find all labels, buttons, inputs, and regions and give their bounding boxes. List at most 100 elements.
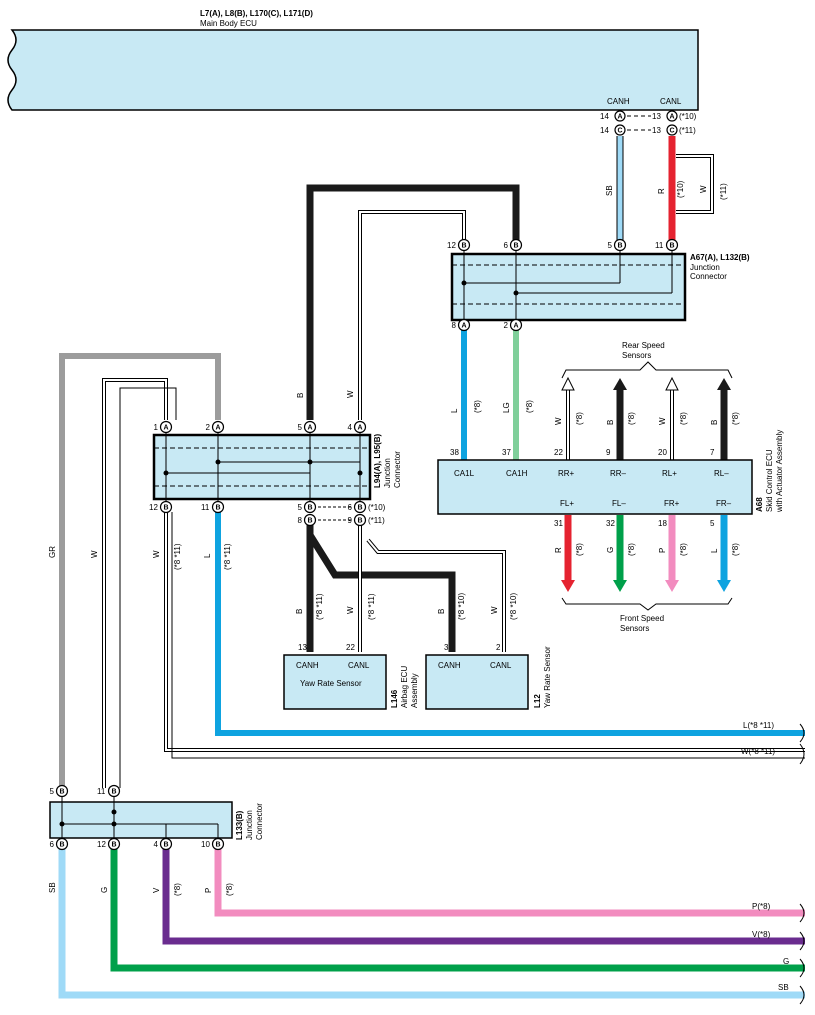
pin-label: 14: [600, 112, 609, 121]
wire-label: (*11): [719, 183, 728, 200]
wire-label: R: [554, 547, 563, 553]
wire-label: (*8): [731, 412, 740, 425]
wire-label: (*8): [173, 883, 182, 896]
speed-sensor-brackets: Rear Speed Sensors Front Speed Sensors: [561, 341, 733, 633]
l133-pin: [55, 784, 69, 798]
l94-pin: [211, 420, 225, 434]
wire-end-label: P(*8): [752, 902, 771, 911]
yaw-name: Yaw Rate Sensor: [543, 646, 552, 708]
skid-pin-top: RR–: [610, 469, 627, 478]
conn-letter: A: [670, 114, 675, 121]
connector-letter: A: [514, 323, 519, 330]
airbag-canl: CANL: [348, 661, 370, 670]
airbag-pin: 22: [346, 643, 355, 652]
wire-end-label: L(*8 *11): [743, 721, 774, 730]
wire-label: V: [152, 887, 161, 893]
skid-control-ecu: [437, 459, 753, 515]
connector-letter: B: [358, 518, 363, 525]
wire-label: L: [710, 548, 719, 553]
l94-pin: [303, 420, 317, 434]
skid-pin-num: 5: [710, 519, 715, 528]
pin-number: 5: [298, 423, 303, 432]
wire-label: W: [554, 417, 563, 425]
wire-end-label: W(*8 *11): [741, 747, 775, 756]
pin-number: 5: [50, 787, 55, 796]
wire-label: L: [203, 553, 212, 558]
skid-pin-bottom: FL–: [612, 499, 626, 508]
connector-letter: B: [462, 243, 467, 250]
front-sensors-label: Front Speed: [620, 614, 664, 623]
wire-label: G: [100, 887, 109, 893]
note-label: (*11): [679, 126, 696, 135]
airbag-canh: CANH: [296, 661, 319, 670]
skid-pin-num: 32: [606, 519, 615, 528]
wire-label: (*8 *10): [457, 593, 466, 620]
wire-label: W: [346, 390, 355, 398]
l94-pin: [159, 500, 173, 514]
l133-line2: Junction: [245, 810, 254, 840]
l94-line2: Junction: [383, 458, 392, 488]
l94-title: L94(A), L95(B): [373, 433, 382, 488]
airbag-label: Yaw Rate Sensor: [300, 679, 362, 688]
wire-label: (*8): [575, 543, 584, 556]
connector-letter: B: [514, 243, 519, 250]
wire-label: P: [658, 548, 667, 553]
pin-number: 1: [154, 423, 159, 432]
skid-pin-top: RL–: [714, 469, 729, 478]
wire-label: B: [296, 393, 305, 398]
yaw-canh: CANH: [438, 661, 461, 670]
connector-letter: B: [216, 842, 221, 849]
a67-line2: Junction: [690, 263, 720, 272]
pin-number: 6: [504, 241, 509, 250]
skid-pin-num: 18: [658, 519, 667, 528]
conn-letter: C: [618, 128, 623, 135]
wire-label: (*8 *11): [367, 593, 376, 620]
wire-label: L: [450, 408, 459, 413]
airbag-pin: 13: [298, 643, 307, 652]
connector-letter: B: [618, 243, 623, 250]
wire-label: (*8 *11): [173, 543, 182, 570]
yaw-code: L12: [533, 694, 542, 708]
note-label: (*11): [368, 516, 385, 525]
skid-pin-top: CA1H: [506, 469, 528, 478]
pin-label: 13: [652, 112, 661, 121]
pin-number: 5: [608, 241, 613, 250]
labels-layer: B12B6B5B11A8A2A1A2A5A4B12B11B5B6B8B9(*10…: [48, 180, 789, 992]
wire-label: P: [204, 888, 213, 893]
wires: [58, 136, 805, 999]
connector-letter: B: [308, 518, 313, 525]
wire-label: SB: [605, 185, 614, 196]
rear-sensors-label2: Sensors: [622, 351, 651, 360]
pin-number: 2: [206, 423, 211, 432]
wire-label: (*8): [525, 400, 534, 413]
a67-line3: Connector: [690, 272, 727, 281]
main-ecu-name: Main Body ECU: [200, 19, 257, 28]
connector-letter: A: [164, 425, 169, 432]
connector-letter: B: [216, 505, 221, 512]
wire-label: W: [699, 185, 708, 193]
l94-pin: [303, 513, 317, 527]
junction-connector-a67: A67(A), L132(B) Junction Connector: [450, 248, 750, 325]
wire-end-label: G: [783, 957, 789, 966]
note-label: (*10): [679, 112, 697, 121]
pin-number: 4: [154, 840, 159, 849]
pin-number: 8: [298, 516, 303, 525]
wire-label: B: [295, 609, 304, 614]
yaw-pin: 3: [444, 643, 449, 652]
connector-letter: B: [164, 505, 169, 512]
a67-title: A67(A), L132(B): [690, 253, 750, 262]
front-sensors-label2: Sensors: [620, 624, 649, 633]
a67-pin: [613, 238, 627, 252]
l133-pin: [107, 837, 121, 851]
a67-pin: [457, 318, 471, 332]
wire-label: LG: [502, 402, 511, 413]
connector-letter: A: [216, 425, 221, 432]
yaw-pin: 2: [496, 643, 501, 652]
connector-letter: A: [462, 323, 467, 330]
skid-pin-num: 20: [658, 448, 667, 457]
l133-pin: [211, 837, 225, 851]
pin-number: 12: [149, 503, 158, 512]
connector-letter: A: [308, 425, 313, 432]
l94-pin: [303, 500, 317, 514]
l133-title: L133(B): [235, 810, 244, 840]
